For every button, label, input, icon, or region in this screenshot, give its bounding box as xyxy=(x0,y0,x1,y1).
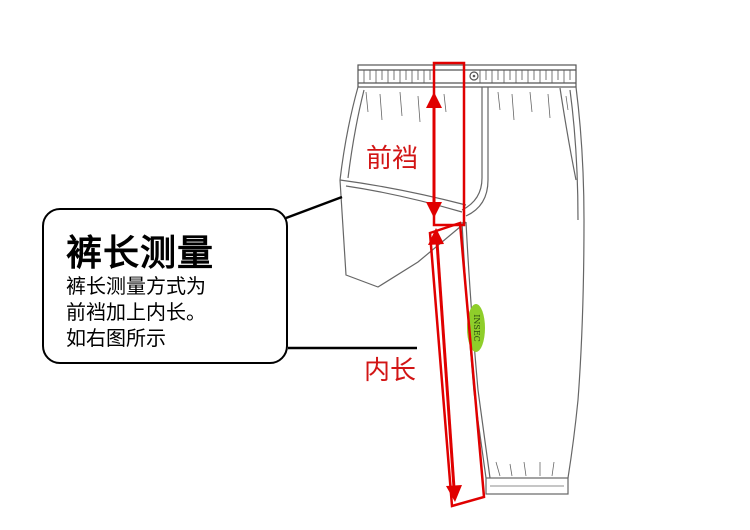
callout-leaders xyxy=(285,195,417,350)
badge-text: INSEC xyxy=(472,314,481,342)
callout-title: 裤长测量 xyxy=(66,233,215,274)
inseam-highlight xyxy=(428,221,486,508)
callout-line-3: 如右图所示 xyxy=(66,326,166,350)
callout-line-1: 裤长测量方式为 xyxy=(66,274,206,298)
callout-line-2: 前裆加上内长。 xyxy=(66,300,206,324)
waistband xyxy=(357,64,577,88)
button-icon xyxy=(469,71,479,81)
callout-box: 裤长测量 裤长测量方式为 前裆加上内长。 如右图所示 xyxy=(42,208,288,364)
inseam-label: 内长 xyxy=(364,356,417,386)
front-rise-label: 前裆 xyxy=(366,144,419,174)
pants-outline xyxy=(339,86,585,495)
front-rise-arrow xyxy=(426,92,442,218)
inseam-arrow xyxy=(428,228,462,502)
